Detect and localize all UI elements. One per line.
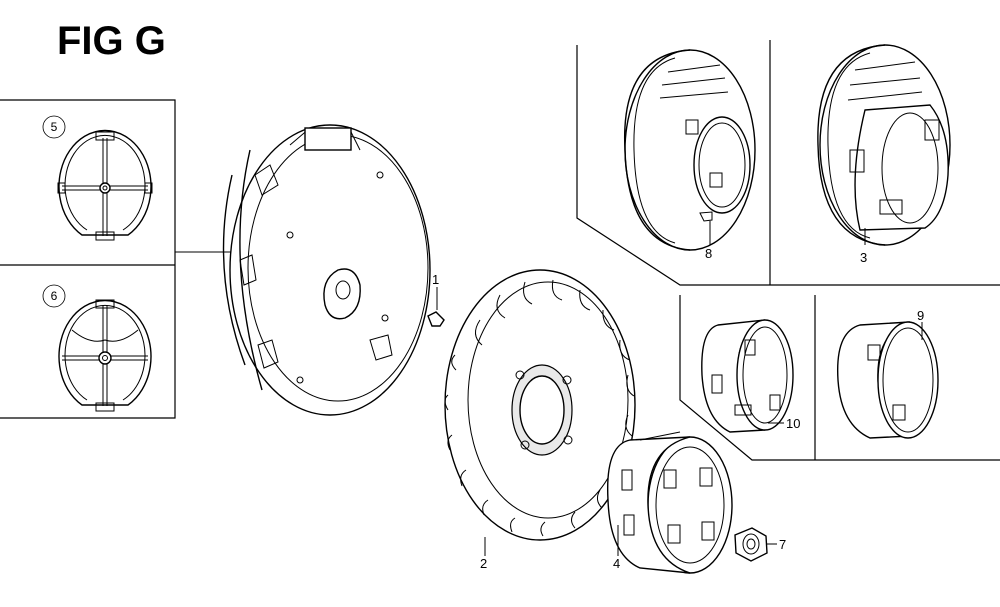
variant-6-drawing: 6 — [42, 284, 152, 412]
part-10-drawing: 10 — [701, 319, 800, 433]
upper-right-panel: 8 3 — [576, 40, 1000, 286]
callout-2: 2 — [480, 556, 487, 571]
part-3-drawing: 3 — [817, 44, 951, 265]
part-4-drawing: 4 — [606, 431, 733, 574]
flywheel-cover-drawing — [222, 124, 431, 416]
callout-7: 7 — [779, 537, 786, 552]
callout-4: 4 — [613, 556, 620, 571]
callout-8: 8 — [705, 246, 712, 261]
part-2-drawing: 2 — [444, 269, 636, 571]
part-9-drawing: 9 — [836, 308, 939, 439]
callout-9: 9 — [917, 308, 924, 323]
variant-5-drawing: 5 — [42, 115, 153, 241]
figure-title: FIG G — [57, 19, 166, 63]
variant-6-circled-number: 6 — [51, 289, 58, 303]
callout-1: 1 — [432, 272, 439, 287]
variant-5-circled-number: 5 — [51, 120, 58, 134]
part-1-drawing: 1 — [427, 272, 445, 327]
callout-10: 10 — [786, 416, 800, 431]
variant-panel: 5 6 — [0, 99, 232, 419]
part-8-drawing: 8 — [623, 49, 756, 261]
lower-right-panel: 10 9 — [679, 295, 1000, 461]
part-7-drawing: 7 — [734, 527, 786, 562]
callout-3: 3 — [860, 250, 867, 265]
